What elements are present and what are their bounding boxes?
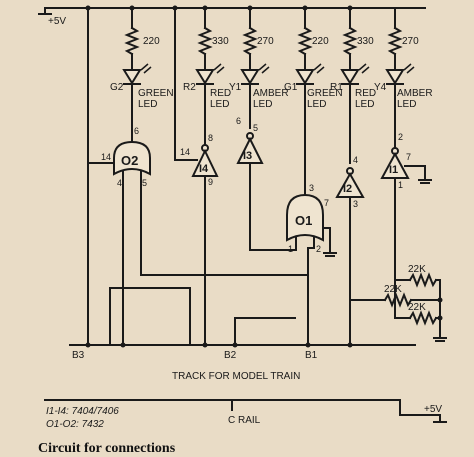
ic-note-or-gates: O1-O2: 7432 bbox=[46, 419, 104, 430]
resistor-label-1: 220 bbox=[143, 36, 160, 47]
ic-note-inverters: I1-I4: 7404/7406 bbox=[46, 406, 119, 417]
gate-o2: O2 14 4 5 bbox=[87, 7, 309, 346]
rail-supply-label: +5V bbox=[424, 404, 442, 415]
resistor-label-4: 220 bbox=[312, 36, 329, 47]
resistor-label-3: 270 bbox=[257, 36, 274, 47]
led-label-led-3: LED bbox=[253, 99, 272, 110]
gate-label-o1: O1 bbox=[295, 213, 312, 228]
pin-i2-out: 3 bbox=[353, 199, 358, 209]
block-label-b3: B3 bbox=[72, 350, 85, 361]
led-ref-g2: G2 bbox=[110, 82, 124, 93]
pin-i3-in: 6 bbox=[236, 116, 241, 126]
gate-label-i1: I1 bbox=[389, 164, 398, 176]
led-ref-g1: G1 bbox=[284, 82, 298, 93]
pin-o1-out: 3 bbox=[309, 183, 314, 193]
block-label-b1: B1 bbox=[305, 350, 318, 361]
pin-i1-gnd: 7 bbox=[406, 152, 411, 162]
pulldown-network: 22K 22K 22K bbox=[349, 264, 447, 342]
pin-i1-out: 1 bbox=[398, 180, 403, 190]
pin-o2-b: 5 bbox=[142, 178, 147, 188]
resistor-label-6: 270 bbox=[402, 36, 419, 47]
track-blocks: B3 B2 B1 TRACK FOR MODEL TRAIN bbox=[69, 162, 416, 382]
led-label-green-1: GREEN bbox=[138, 88, 174, 99]
resistor-label-2: 330 bbox=[212, 36, 229, 47]
branch-r1: 330 R1 RED LED 4 I2 3 bbox=[330, 7, 376, 346]
led-label-amber-1: AMBER bbox=[253, 88, 289, 99]
pin-i3-out: 5 bbox=[253, 123, 258, 133]
gate-label-i2: I2 bbox=[343, 183, 352, 195]
led-ref-r2: R2 bbox=[183, 82, 196, 93]
pin-i4-out: 8 bbox=[208, 133, 213, 143]
gate-label-i4: I4 bbox=[199, 163, 209, 175]
pulldown-label-2: 22K bbox=[384, 284, 402, 295]
figure-caption: Circuit for connections bbox=[38, 441, 176, 456]
branch-y1: 270 Y1 AMBER LED 5 I3 6 bbox=[229, 7, 289, 251]
rail-label: C RAIL bbox=[228, 415, 261, 426]
c-rail: +5V C RAIL bbox=[44, 399, 447, 426]
led-label-led-6: LED bbox=[397, 99, 416, 110]
led-label-led-5: LED bbox=[355, 99, 374, 110]
branch-g1: 220 G1 GREEN LED 3 O1 1 2 7 bbox=[249, 7, 343, 257]
led-label-led-4: LED bbox=[307, 99, 326, 110]
supply-label: +5V bbox=[48, 16, 66, 27]
led-ref-r1: R1 bbox=[330, 82, 343, 93]
led-label-led-1: LED bbox=[138, 99, 157, 110]
led-label-red-1: RED bbox=[210, 88, 231, 99]
pin-i4-vcc: 14 bbox=[180, 147, 190, 157]
track-label: TRACK FOR MODEL TRAIN bbox=[172, 371, 300, 382]
pin-i2-in: 4 bbox=[353, 155, 358, 165]
pin-o1-gnd: 7 bbox=[324, 198, 329, 208]
pin-o2-vcc: 14 bbox=[101, 152, 111, 162]
branch-y4: 270 Y4 AMBER LED 2 I1 1 7 bbox=[374, 7, 433, 319]
led-label-amber-2: AMBER bbox=[397, 88, 433, 99]
led-ref-y1: Y1 bbox=[229, 82, 242, 93]
pin-o2-a: 4 bbox=[117, 178, 122, 188]
pin-i4-in: 9 bbox=[208, 177, 213, 187]
led-label-red-2: RED bbox=[355, 88, 376, 99]
led-label-led-2: LED bbox=[210, 99, 229, 110]
resistor-label-5: 330 bbox=[357, 36, 374, 47]
led-label-green-2: GREEN bbox=[307, 88, 343, 99]
gate-label-i3: I3 bbox=[243, 150, 252, 162]
pulldown-label-3: 22K bbox=[408, 302, 426, 313]
block-label-b2: B2 bbox=[224, 350, 237, 361]
branch-g2: 220 G2 GREEN LED 6 bbox=[110, 7, 174, 143]
pulldown-label-1: 22K bbox=[408, 264, 426, 275]
pin-o1-b: 2 bbox=[316, 244, 321, 254]
led-ref-y4: Y4 bbox=[374, 82, 387, 93]
branch-r2: 330 R2 RED LED 8 I4 14 9 bbox=[174, 7, 231, 346]
pin-o1-a: 1 bbox=[288, 244, 293, 254]
pin-o2-out: 6 bbox=[134, 126, 139, 136]
pin-i1-in: 2 bbox=[398, 132, 403, 142]
supply-rail: +5V bbox=[38, 5, 426, 27]
gate-label-o2: O2 bbox=[121, 153, 138, 168]
